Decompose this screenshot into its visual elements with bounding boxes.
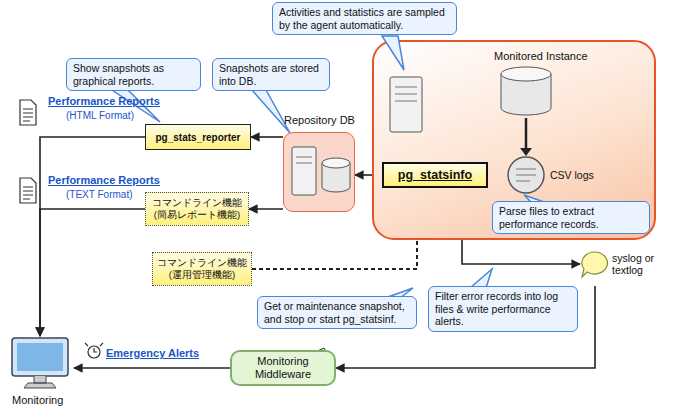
monitoring-terminal: Monitoring <box>8 336 74 392</box>
log-icon <box>580 250 610 280</box>
edge-label: Emergency Alerts <box>104 347 201 359</box>
node-text: Filter error records into log files & wr… <box>435 290 571 328</box>
callout-note: Activities and statistics are sampled by… <box>272 2 457 35</box>
callout-note: Snapshots are stored into DB. <box>212 58 330 91</box>
callout-note: Show snapshots as graphical reports. <box>66 58 201 91</box>
repository-db: Repository DB <box>283 132 355 212</box>
instance-region: Monitored Instance pg_statsinfo CSV logsPa… <box>372 40 656 240</box>
alarm-clock-icon <box>85 343 103 358</box>
node-text: Monitoring Middleware <box>236 355 330 381</box>
connector <box>40 137 145 336</box>
connector <box>74 367 230 369</box>
middleware-box: Monitoring Middleware <box>230 350 336 386</box>
command-box: コマンドライン機能(運用管理機能) <box>152 252 252 286</box>
command-box: コマンドライン機能(簡易レポート機能) <box>145 192 249 226</box>
report-icon <box>20 100 36 203</box>
node-text: コマンドライン機能 <box>150 197 244 209</box>
connector <box>249 208 283 210</box>
node-text: (簡易レポート機能) <box>150 209 244 221</box>
format-note: (HTML Format) <box>66 110 134 121</box>
csv-log: CSV logs <box>506 154 606 196</box>
callout-note: Get or maintenance snapshot, and stop or… <box>257 296 417 329</box>
callout-note: Filter error records into log files & wr… <box>428 286 578 332</box>
node-heading: Monitored Instance <box>494 50 588 62</box>
node-text: pg_stats_reporter <box>150 132 246 143</box>
monitor-icon <box>8 336 74 392</box>
report-link: Performance Reports <box>48 95 160 107</box>
report-link: Performance Reports <box>48 174 160 186</box>
csv-log-icon <box>506 155 546 195</box>
node-text: Snapshots are stored into DB. <box>219 62 323 87</box>
node-text: Get or maintenance snapshot, and stop or… <box>264 300 410 325</box>
callout-note: Parse files to extract performance recor… <box>492 201 650 234</box>
repository-illustration <box>284 133 356 213</box>
node-heading: Monitoring <box>12 394 63 406</box>
node-text: (運用管理機能) <box>157 269 247 281</box>
agent-box: pg_statsinfo <box>382 162 488 188</box>
node-text: syslog or textlog <box>612 252 664 276</box>
format-note: (TEXT Format) <box>66 189 132 200</box>
node-text: pg_statsinfo <box>388 168 482 182</box>
node-heading: Repository DB <box>284 114 355 126</box>
node-text: Parse files to extract performance recor… <box>499 205 643 230</box>
node-text: Activities and statistics are sampled by… <box>279 6 450 31</box>
node-text: Show snapshots as graphical reports. <box>73 62 194 87</box>
connector <box>40 209 145 336</box>
syslog-node: syslog or textlog <box>580 242 664 286</box>
connector <box>251 136 283 138</box>
node-text: コマンドライン機能 <box>157 257 247 269</box>
node-text: CSV logs <box>550 169 594 181</box>
reporter-box: pg_stats_reporter <box>145 124 251 150</box>
